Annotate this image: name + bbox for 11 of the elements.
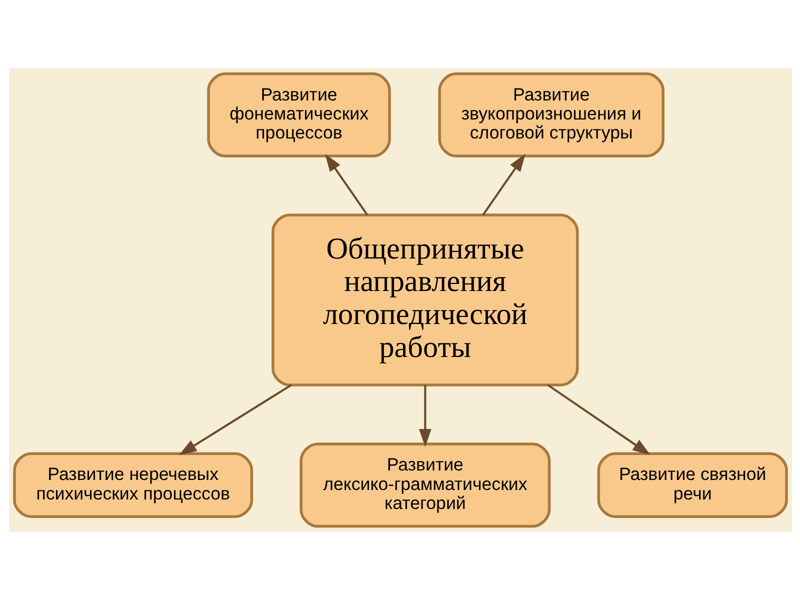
node-box: Развитие лексико-грамматических категорий bbox=[299, 442, 550, 528]
arrow bbox=[324, 154, 368, 216]
node-box: Развитие звукопроизношения и слоговой структуры bbox=[438, 72, 664, 158]
arrow bbox=[546, 384, 650, 456]
arrow bbox=[418, 385, 431, 447]
node-box: Развитие неречевых психических процессов bbox=[12, 452, 253, 518]
node-box: Общепринятые направления логопедической работы bbox=[271, 214, 578, 386]
node-box: Развитие фонематических процессов bbox=[206, 72, 390, 158]
arrow bbox=[178, 384, 292, 456]
arrow bbox=[482, 154, 525, 216]
node-box: Развитие связной речи bbox=[596, 452, 788, 518]
